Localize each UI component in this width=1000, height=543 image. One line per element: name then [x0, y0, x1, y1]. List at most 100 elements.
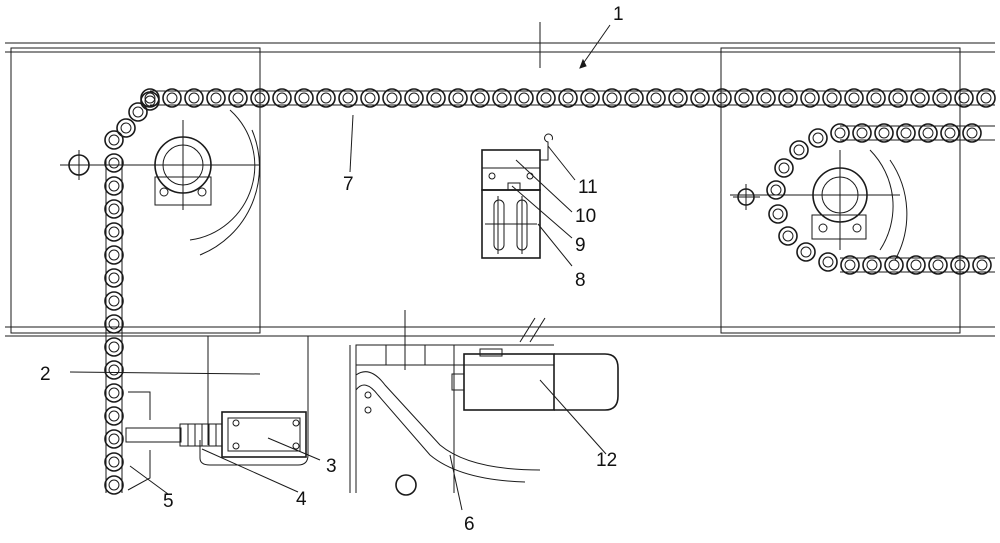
chain-roller-pin — [878, 127, 890, 139]
chain-roller — [104, 337, 124, 357]
limit-switch-assembly — [125, 336, 309, 491]
chain-roller — [116, 118, 136, 138]
chain-roller — [104, 153, 124, 173]
chain-roller — [104, 429, 124, 449]
chain-roller-pin — [108, 410, 120, 422]
chain-roller-pin — [800, 246, 812, 258]
chain-roller — [896, 123, 916, 143]
chain-roller — [104, 406, 124, 426]
chain-roller-pin — [108, 157, 120, 169]
left-sprocket-housing — [10, 47, 261, 334]
center-sensor-bracket — [481, 133, 553, 259]
chain-roller — [382, 88, 402, 108]
chain-roller-pin — [232, 92, 244, 104]
chain-roller-pin — [108, 456, 120, 468]
chain-roller — [840, 255, 860, 275]
chain-roller-pin — [793, 144, 805, 156]
chain-roller — [884, 255, 904, 275]
chain-roller-pin — [606, 92, 618, 104]
chain-roller — [844, 88, 864, 108]
chain-roller — [104, 475, 124, 495]
chain-roller — [932, 88, 952, 108]
chain-roller-pin — [540, 92, 552, 104]
callout-12: 12 — [596, 450, 617, 471]
chain-roller-pin — [822, 256, 834, 268]
chain-roller — [906, 255, 926, 275]
chain-roller-pin — [980, 92, 992, 104]
chain-roller-pin — [474, 92, 486, 104]
chain-roller — [962, 123, 982, 143]
chain-roller-pin — [976, 259, 988, 271]
chain-roller — [976, 88, 996, 108]
chain-roller-pin — [844, 259, 856, 271]
chain-roller — [316, 88, 336, 108]
chain-roller — [928, 255, 948, 275]
chain-roller — [756, 88, 776, 108]
chain-roller-pin — [892, 92, 904, 104]
chain-roller — [950, 255, 970, 275]
chain-roller-pin — [144, 92, 156, 104]
chain-roller — [140, 91, 160, 111]
chain-roller-pin — [966, 127, 978, 139]
chain-roller — [338, 88, 358, 108]
chain-roller-pin — [694, 92, 706, 104]
chain-roller — [910, 88, 930, 108]
callout-6: 6 — [464, 514, 475, 535]
leader-lines — [69, 24, 611, 511]
chain-roller — [818, 252, 838, 272]
chain-roller-pin — [778, 162, 790, 174]
chain-roller — [734, 88, 754, 108]
chain-roller — [448, 88, 468, 108]
chain-roller — [954, 88, 974, 108]
chain-roller-pin — [804, 92, 816, 104]
chain-roller-pin — [770, 184, 782, 196]
chain-roller-pin — [650, 92, 662, 104]
chain-roller — [789, 140, 809, 160]
chain-roller-pin — [166, 92, 178, 104]
chain-roller-pin — [452, 92, 464, 104]
chain-roller — [104, 314, 124, 334]
chain-roller-pin — [900, 127, 912, 139]
chain-roller-pin — [108, 318, 120, 330]
chain-roller — [470, 88, 490, 108]
chain-roller-pin — [132, 106, 144, 118]
chain-roller-pin — [870, 92, 882, 104]
chain-roller — [104, 245, 124, 265]
chain-roller-pin — [782, 92, 794, 104]
chain-roller-pin — [108, 203, 120, 215]
chain-roller — [888, 88, 908, 108]
top-chain — [140, 88, 996, 108]
chain-roller — [128, 102, 148, 122]
chain-roller — [104, 199, 124, 219]
frame-rails — [5, 22, 995, 370]
chain-roller — [104, 268, 124, 288]
chain-roller — [862, 255, 882, 275]
chain-roller-pin — [144, 95, 156, 107]
chain-roller-pin — [108, 226, 120, 238]
chain-roller — [852, 123, 872, 143]
chain-roller-pin — [120, 122, 132, 134]
chain-roller — [918, 123, 938, 143]
chain-roller — [492, 88, 512, 108]
chain-roller-pin — [364, 92, 376, 104]
chain-roller — [972, 255, 992, 275]
chain-roller — [690, 88, 710, 108]
chain-roller-pin — [826, 92, 838, 104]
chain-roller-pin — [108, 180, 120, 192]
chain-roller — [778, 88, 798, 108]
chain-roller — [830, 123, 850, 143]
chain-roller — [778, 226, 798, 246]
chain-roller-pin — [628, 92, 640, 104]
chain-roller-pin — [108, 479, 120, 491]
callout-3: 3 — [326, 456, 337, 477]
chain-roller — [294, 88, 314, 108]
chain-roller-pin — [584, 92, 596, 104]
chain-roller — [774, 158, 794, 178]
chain-roller-pin — [932, 259, 944, 271]
chain-roller — [162, 88, 182, 108]
callout-4: 4 — [296, 489, 307, 510]
chain-roller-pin — [910, 259, 922, 271]
chain-roller — [580, 88, 600, 108]
callout-10: 10 — [575, 206, 596, 227]
